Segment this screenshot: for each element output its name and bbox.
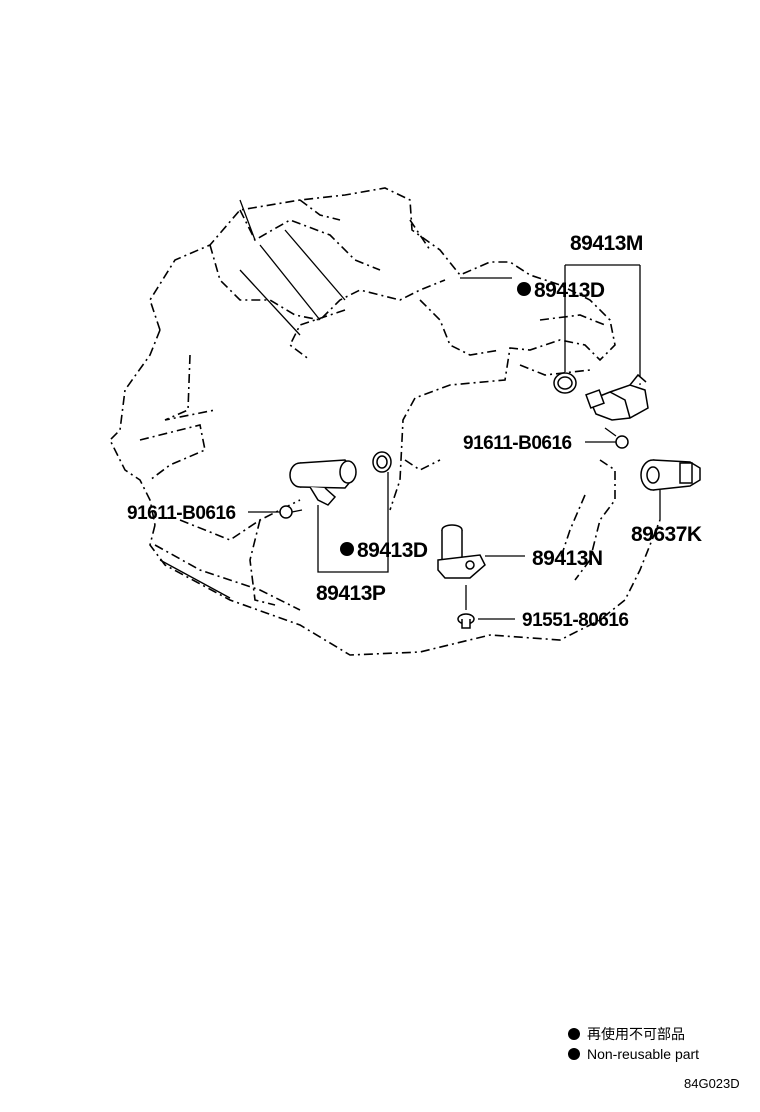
sensor-89413P bbox=[289, 459, 357, 506]
label-89413M: 89413M bbox=[570, 232, 643, 255]
label-91551: 91551-80616 bbox=[522, 610, 629, 631]
sensor-89413M bbox=[585, 373, 649, 421]
non-reusable-dot-icon bbox=[568, 1048, 580, 1060]
o-ring-89413D-upper-inner bbox=[557, 376, 573, 390]
legend: 再使用不可部品 Non-reusable part bbox=[568, 1024, 699, 1064]
leader-lines bbox=[248, 264, 661, 620]
label-91611-right: 91611-B0616 bbox=[463, 433, 572, 454]
sensor-89637K bbox=[640, 459, 701, 491]
label-89413D-mid: 89413D bbox=[357, 539, 428, 562]
diagram-code: 84G023D bbox=[684, 1076, 740, 1091]
legend-text-japanese: 再使用不可部品 bbox=[587, 1026, 685, 1042]
bolt-91611-left bbox=[279, 505, 303, 519]
legend-row-english: Non-reusable part bbox=[568, 1044, 699, 1064]
case-detail-lines bbox=[159, 199, 346, 599]
transmission-case-outline bbox=[109, 187, 661, 656]
label-89413D-top: 89413D bbox=[534, 279, 605, 302]
label-89413P: 89413P bbox=[316, 582, 386, 605]
non-reusable-marker-mid bbox=[340, 542, 354, 556]
legend-row-japanese: 再使用不可部品 bbox=[568, 1024, 699, 1044]
o-ring-89413D-middle-inner bbox=[376, 455, 388, 469]
label-89637K: 89637K bbox=[631, 523, 702, 546]
bolt-91551 bbox=[457, 585, 475, 629]
label-89413N: 89413N bbox=[532, 547, 603, 570]
legend-text-english: Non-reusable part bbox=[587, 1046, 700, 1062]
non-reusable-dot-icon bbox=[568, 1028, 580, 1040]
label-91611-left: 91611-B0616 bbox=[127, 503, 236, 524]
bolt-91611-right bbox=[604, 427, 629, 449]
non-reusable-marker-top bbox=[517, 282, 531, 296]
sensor-89413N bbox=[437, 524, 486, 579]
